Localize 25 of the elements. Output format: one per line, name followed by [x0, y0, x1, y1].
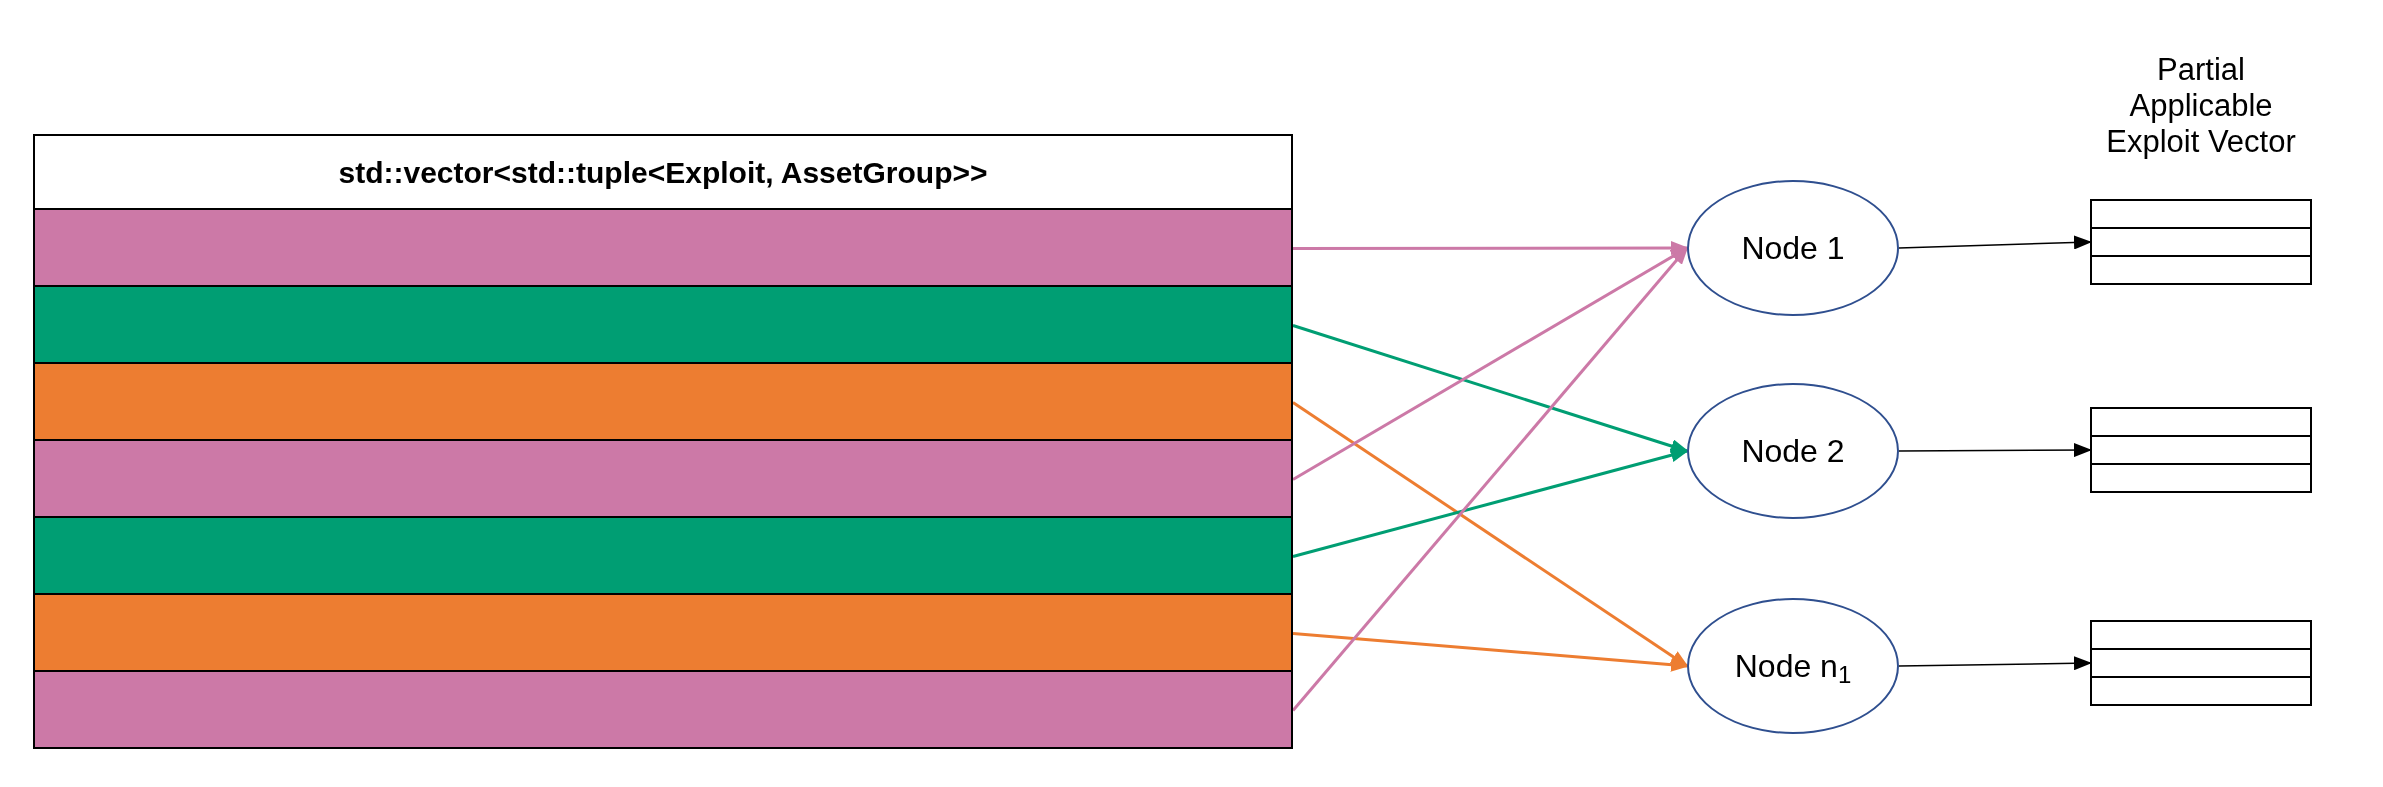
arrow: [1292, 324, 1689, 453]
arrow: [1898, 656, 2092, 671]
arrow: [1898, 235, 2092, 250]
node-ellipse: [1687, 180, 1899, 316]
vector-row: [33, 210, 1293, 287]
node-ellipse: [1687, 383, 1899, 519]
vector-table: [2090, 199, 2312, 285]
node-label: Node 1: [1741, 229, 1845, 268]
vector-row: [33, 441, 1293, 518]
vector-row: [33, 287, 1293, 364]
node-ellipse: [1687, 598, 1899, 734]
vector-table: [2090, 620, 2312, 706]
node-label: Node n$_{1}$: [1734, 647, 1852, 690]
header-text: std::vector<std::tuple<Exploit, AssetGroup>>: [338, 154, 988, 191]
vector-table: [2090, 407, 2312, 493]
vector-row: [33, 595, 1293, 672]
vector-row: [33, 672, 1293, 749]
node-label: Node 2: [1741, 432, 1845, 471]
arrow: [1898, 443, 2092, 458]
vector-caption: Partial Applicable Exploit Vector: [2105, 52, 2297, 160]
vector-row: [33, 518, 1293, 595]
arrow: [1292, 632, 1689, 672]
table-header: [33, 134, 1293, 210]
vector-row: [33, 364, 1293, 441]
arrow: [1292, 448, 1689, 558]
